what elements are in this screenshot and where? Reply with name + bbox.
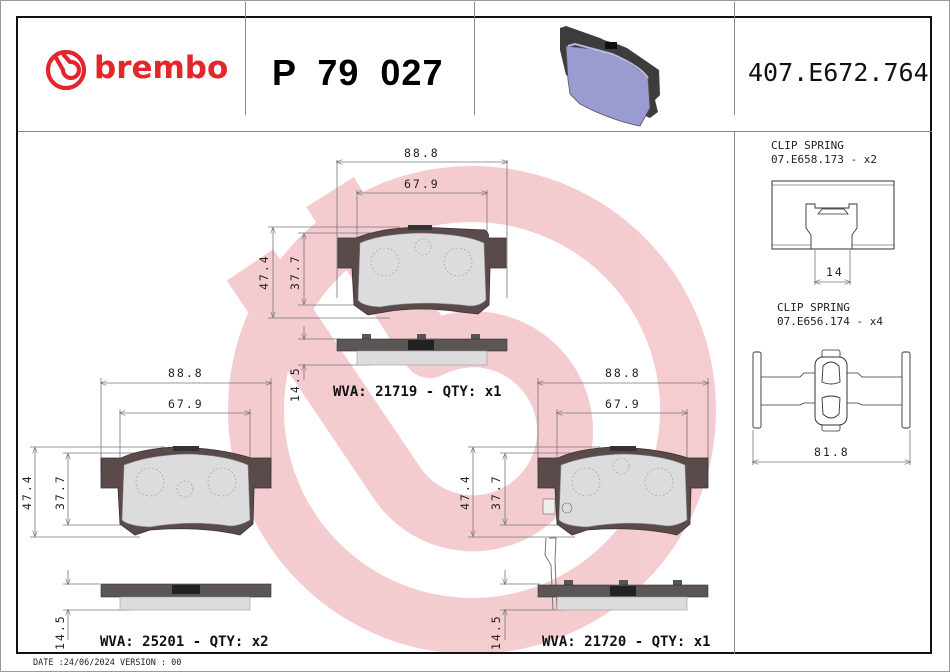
pad-bl-width-outer: 88.8	[168, 366, 204, 380]
pad-bottom-right-side-view	[500, 570, 709, 640]
pad-bottom-left-front-view	[30, 378, 271, 538]
part-number-cell	[246, 2, 475, 115]
clip-spring-1-drawing	[771, 180, 895, 285]
pad-br-width-inner: 67.9	[605, 397, 641, 411]
logo-cell	[18, 2, 246, 115]
accessories-column-divider	[734, 131, 735, 654]
pad-br-height-inner: 37.7	[489, 474, 503, 510]
pad-top-thickness: 14.5	[288, 366, 302, 402]
brake-pad-3d-icon	[560, 26, 660, 127]
pad-br-height-outer: 47.4	[458, 474, 472, 510]
pad-bl-thickness: 14.5	[53, 614, 67, 650]
clip-spring-2-dimension: 81.8	[814, 445, 850, 459]
pad-bl-wva: WVA: 25201 - QTY: x2	[100, 634, 269, 650]
pad-bottom-right-front-view	[468, 378, 708, 611]
clip-spring-1-title: CLIP SPRING	[771, 139, 844, 152]
brembo-logo-icon	[45, 49, 87, 91]
pad-top-height-outer: 47.4	[257, 254, 271, 290]
pad-bl-height-inner: 37.7	[53, 474, 67, 510]
clip-spring-2-code: 07.E656.174 - x4	[777, 315, 883, 328]
pad-top-height-inner: 37.7	[288, 254, 302, 290]
pad-top-front-view	[268, 160, 507, 319]
pad-br-wva: WVA: 21720 - QTY: x1	[542, 634, 711, 650]
pad-br-thickness: 14.5	[489, 614, 503, 650]
pad-top-side-view	[298, 326, 508, 380]
pad-top-width-inner: 67.9	[404, 177, 440, 191]
part-number: P 79 027	[272, 52, 444, 93]
thumbnail-cell	[475, 2, 735, 115]
pad-bl-width-inner: 67.9	[168, 397, 204, 411]
pad-bl-height-outer: 47.4	[20, 474, 34, 510]
clip-spring-1-dimension: 14	[826, 265, 844, 279]
clip-spring-2-title: CLIP SPRING	[777, 301, 850, 314]
footer-date-version: DATE :24/06/2024 VERSION : 00	[33, 658, 182, 668]
pad-top-wva: WVA: 21719 - QTY: x1	[333, 384, 502, 400]
header-divider	[18, 131, 932, 132]
pad-top-width-outer: 88.8	[404, 146, 440, 160]
pad-br-width-outer: 88.8	[605, 366, 641, 380]
drawing-code: 407.E672.764	[748, 58, 929, 87]
brand-name: brembo	[94, 50, 229, 86]
clip-spring-1-code: 07.E658.173 - x2	[771, 153, 877, 166]
clip-spring-2-drawing	[753, 349, 910, 465]
pad-bottom-left-side-view	[63, 570, 272, 640]
